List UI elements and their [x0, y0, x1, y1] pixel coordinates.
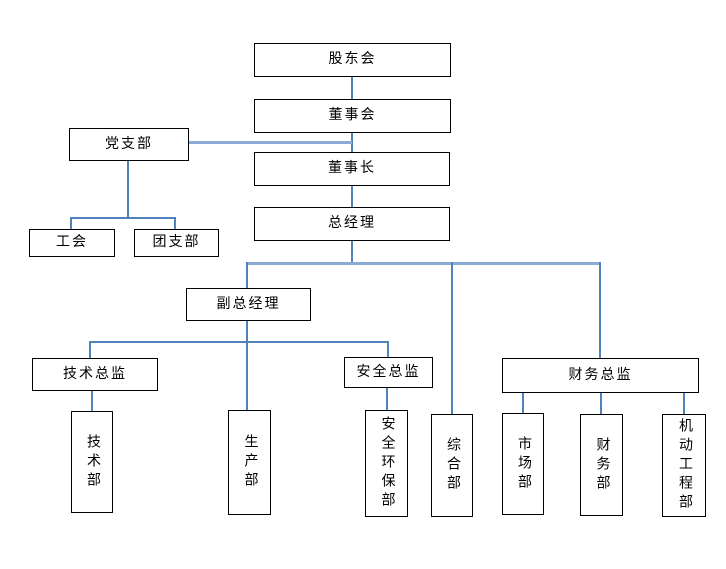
connector-findir-mecheng — [683, 393, 685, 414]
connector-shareholders-board — [351, 77, 353, 99]
connector-party-trunk — [189, 141, 352, 144]
connector-board-chairman — [351, 131, 353, 152]
connector-findir-marketing — [522, 393, 524, 413]
connector-techdir-techdept — [91, 391, 93, 411]
node-safety-director: 安全总监 — [344, 357, 433, 388]
node-general-manager: 总经理 — [254, 207, 450, 241]
node-technical-dept: 技术部 — [71, 411, 113, 513]
connector-party-children-bar — [70, 217, 176, 219]
node-mechanical-engineering-dept: 机动工程部 — [662, 414, 706, 517]
connector-to-youth-league — [174, 217, 176, 230]
connector-gm-down — [351, 241, 353, 263]
node-shareholders: 股东会 — [254, 43, 451, 77]
node-youth-league-branch: 团支部 — [134, 229, 219, 257]
connector-deputy-to-production — [246, 321, 248, 410]
connector-safetydir-safetyenvdept — [386, 388, 388, 410]
connector-to-technical-director — [89, 341, 91, 358]
node-general-affairs-dept: 综合部 — [431, 414, 473, 517]
connector-party-down — [127, 161, 129, 218]
node-marketing-dept: 市场部 — [502, 413, 544, 515]
connector-to-finance-director — [599, 262, 601, 358]
node-board-of-directors: 董事会 — [254, 99, 451, 133]
node-technical-director: 技术总监 — [32, 358, 158, 391]
node-production-dept: 生产部 — [228, 410, 271, 515]
node-party-branch: 党支部 — [69, 128, 189, 161]
node-deputy-general-manager: 副总经理 — [186, 288, 311, 321]
connector-gm-split-bar — [246, 262, 601, 265]
node-finance-director: 财务总监 — [502, 358, 699, 393]
connector-chairman-gm — [351, 186, 353, 207]
connector-to-labor-union — [70, 217, 72, 230]
connector-findir-finance — [600, 393, 602, 414]
node-finance-dept: 财务部 — [580, 414, 623, 516]
connector-to-general-affairs-dept — [451, 262, 453, 414]
node-safety-env-dept: 安全环保部 — [365, 410, 408, 517]
node-labor-union: 工会 — [29, 229, 115, 257]
connector-to-safety-director — [387, 341, 389, 357]
connector-to-deputy-gm — [246, 262, 248, 288]
node-chairman: 董事长 — [254, 152, 450, 186]
connector-deputy-split-bar — [89, 341, 389, 343]
